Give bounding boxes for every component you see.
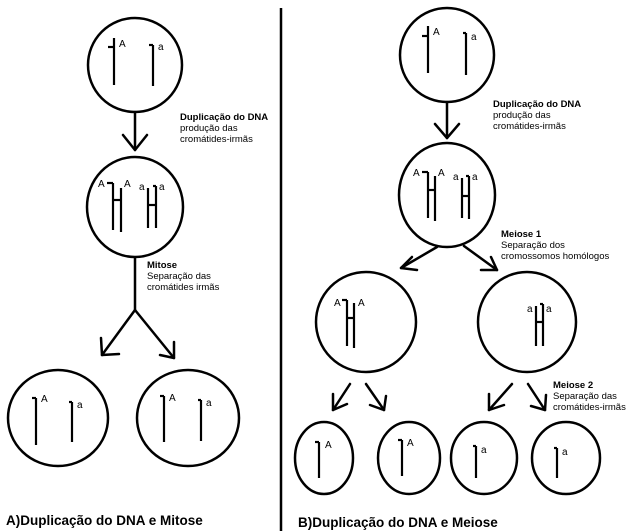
allele-label: A (325, 440, 332, 451)
b-step1-line2: cromátides-irmãs (493, 121, 566, 132)
b-arrow-duplication (433, 100, 461, 140)
a-arrow-duplication (121, 110, 149, 152)
a-duplicated-cell (85, 155, 185, 259)
b-step1-line1: produção das (493, 110, 551, 121)
b-step2-title: Meiose 1 (501, 229, 542, 240)
b-step2-line1: Separação dos (501, 240, 565, 251)
b-meiosis1-cell-left (314, 270, 418, 374)
a-daughter-left-chromosome-a (69, 400, 74, 442)
b-gamete-cell-1 (293, 420, 355, 496)
b-arrow-meiosis2-left (331, 382, 388, 412)
b-gamete1-chromosome-A (315, 440, 321, 478)
a-parent-chromosome-A (108, 38, 116, 85)
a-parent-chromosome-a (149, 43, 155, 86)
a-daughter-left-chromosome-A (32, 396, 38, 445)
b-gamete-cell-4 (530, 420, 602, 496)
allele-label: a (206, 398, 212, 409)
a-duplicated-chromosome-A (107, 181, 123, 232)
a-step2-title: Mitose (147, 260, 177, 271)
allele-label: a (158, 42, 164, 53)
allele-label: a (453, 172, 459, 183)
panel-b-title: B)Duplicação do DNA e Meiose (298, 515, 498, 530)
allele-label: a (471, 32, 477, 43)
allele-label: a (472, 172, 478, 183)
b-gamete-cell-2 (376, 420, 442, 496)
allele-label: A (119, 39, 126, 50)
allele-label: a (527, 304, 533, 315)
b-gamete4-chromosome-a (554, 446, 559, 478)
allele-label: a (481, 445, 487, 456)
b-arrow-meiosis2-right (487, 382, 548, 412)
allele-label: a (77, 400, 83, 411)
b-arrow-meiosis1 (399, 244, 499, 272)
b-duplicated-cell (397, 141, 497, 249)
b-duplicated-chromosome-A (422, 170, 437, 221)
b-gamete2-chromosome-A (398, 438, 404, 476)
a-step1-line2: cromátides-irmãs (180, 134, 253, 145)
b-meiosis1-cell-right (476, 270, 578, 374)
panel-a-title: A)Duplicação do DNA e Mitose (6, 513, 203, 528)
allele-label: A (124, 179, 131, 190)
a-duplicated-chromosome-a (146, 184, 158, 228)
a-step1-title: Duplicação do DNA (180, 112, 268, 123)
allele-label: a (546, 304, 552, 315)
allele-label: A (358, 298, 365, 309)
a-daughter-right-chromosome-a (198, 398, 203, 441)
b-step3-title: Meiose 2 (553, 380, 593, 391)
b-step1-title: Duplicação do DNA (493, 99, 581, 110)
allele-label: a (562, 447, 568, 458)
a-arrow-mitosis (99, 256, 176, 360)
b-m1-right-chromosome-a (534, 302, 545, 346)
allele-label: a (159, 182, 165, 193)
b-parent-cell (398, 6, 496, 104)
allele-label: A (98, 179, 105, 190)
b-gamete-cell-3 (449, 420, 519, 496)
b-duplicated-chromosome-a (460, 174, 471, 219)
b-parent-chromosome-A (422, 26, 430, 73)
a-step1-line1: produção das (180, 123, 238, 134)
b-parent-chromosome-a (463, 31, 468, 75)
a-daughter-right-chromosome-A (160, 394, 166, 442)
b-step2-line2: cromossomos homólogos (501, 251, 609, 262)
allele-label: A (413, 168, 420, 179)
allele-label: A (433, 27, 440, 38)
b-m1-left-chromosome-A (342, 298, 356, 348)
a-parent-cell (86, 16, 184, 114)
a-daughter-cell-right (135, 368, 241, 468)
allele-label: A (438, 168, 445, 179)
allele-label: A (169, 393, 176, 404)
a-daughter-cell-left (6, 368, 110, 468)
allele-label: A (334, 298, 341, 309)
allele-label: a (139, 182, 145, 193)
b-gamete3-chromosome-a (473, 444, 478, 478)
allele-label: A (407, 438, 414, 449)
allele-label: A (41, 394, 48, 405)
b-step3-line2: cromátides-irmãs (553, 402, 626, 413)
a-step2-line2: cromátides irmãs (147, 282, 220, 293)
b-step3-line1: Separação das (553, 391, 617, 402)
a-step2-line1: Separação das (147, 271, 211, 282)
